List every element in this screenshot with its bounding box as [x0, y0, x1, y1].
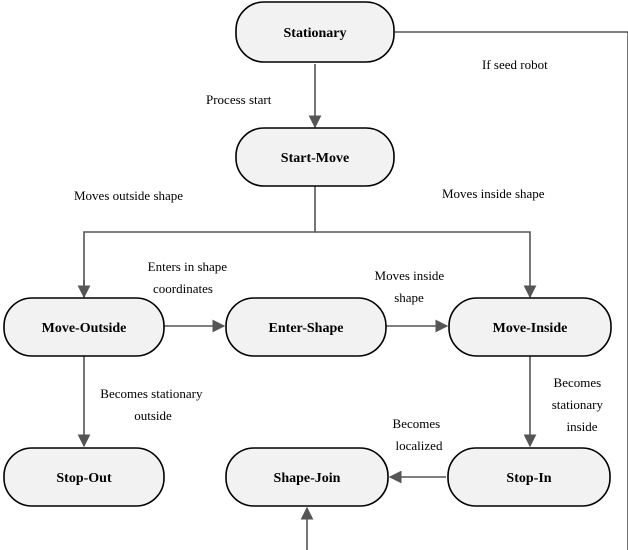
node-start-move: Start-Move [235, 127, 395, 187]
label-enters-in-shape-coordinates: Enters in shape coordinates [148, 259, 231, 296]
node-move-outside: Move-Outside [3, 297, 165, 357]
node-stop-out: Stop-Out [3, 447, 165, 507]
node-stop-out-label: Stop-Out [56, 471, 112, 486]
label-becomes-stationary-outside: Becomes stationary outside [100, 386, 205, 423]
label-becomes-localized: Becomes localized [393, 416, 444, 453]
label-moves-inside-shape: Moves inside shape [442, 186, 545, 201]
node-stationary: Stationary [235, 1, 395, 63]
edge-start-move-to-move-inside [315, 231, 537, 299]
node-shape-join-label: Shape-Join [274, 471, 341, 486]
edge-labels: Process start If seed robot Moves outsid… [74, 57, 607, 453]
node-move-inside-label: Move-Inside [493, 321, 568, 336]
node-shape-join: Shape-Join [225, 447, 389, 507]
node-stop-in-label: Stop-In [506, 471, 551, 486]
node-enter-shape: Enter-Shape [225, 297, 387, 357]
node-move-outside-label: Move-Outside [42, 321, 127, 336]
label-moves-outside-shape: Moves outside shape [74, 188, 183, 203]
label-becomes-stationary-inside: Becomes stationary inside [552, 375, 607, 434]
node-move-inside: Move-Inside [448, 297, 612, 357]
edge-start-move-split [83, 186, 316, 297]
label-if-seed-robot: If seed robot [482, 57, 548, 72]
label-moves-inside-shape-2: Moves inside shape [375, 268, 448, 305]
node-start-move-label: Start-Move [281, 151, 349, 166]
label-process-start: Process start [206, 92, 272, 107]
node-enter-shape-label: Enter-Shape [269, 321, 344, 336]
edge-stationary-seed-robot [394, 31, 628, 550]
node-stop-in: Stop-In [447, 447, 611, 507]
node-stationary-label: Stationary [284, 26, 347, 41]
edges [77, 31, 628, 550]
